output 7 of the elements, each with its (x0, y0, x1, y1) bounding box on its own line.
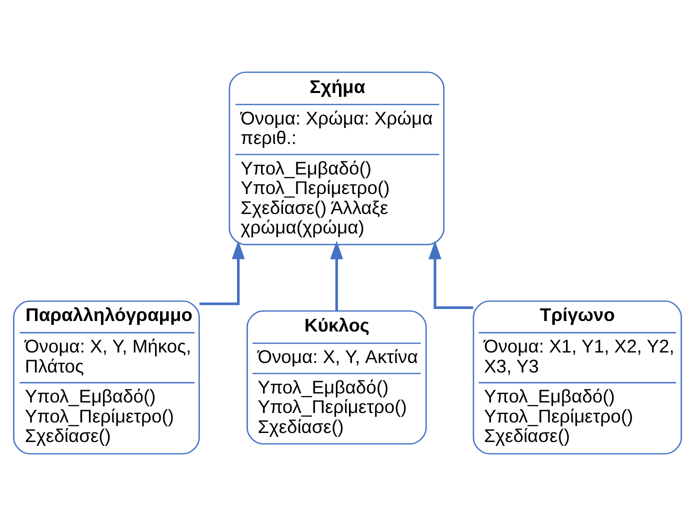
arrow (330, 240, 344, 311)
arrow (428, 240, 474, 310)
node-box: Παραλληλόγραμμο Όνομα: X, Y, Μήκος, Πλάτος Υπολ_Εμβαδό() Υπολ_Περίμετρο() Σχεδίασε() (13, 300, 200, 454)
node-box: Κύκλος Όνομα: X, Y, Ακτίνα Υπολ_Εμβαδό() Υπολ_Περίμετρο() Σχεδίασε() (246, 310, 427, 445)
arrow (199, 240, 245, 306)
node-box: Σχήμα Όνομα: Χρώμα: Χρώμα περιθ.: Υπολ_Εμβαδό() Υπολ_Περίμετρο() Σχεδίασε() Άλλαξε χρώμα(χρώμα) (228, 72, 445, 246)
node-box: Τρίγωνο Όνομα: X1, Y1, X2, Y2, X3, Y3 Υπολ_Εμβαδό() Υπολ_Περίμετρο() Σχεδίασε() (472, 300, 682, 454)
